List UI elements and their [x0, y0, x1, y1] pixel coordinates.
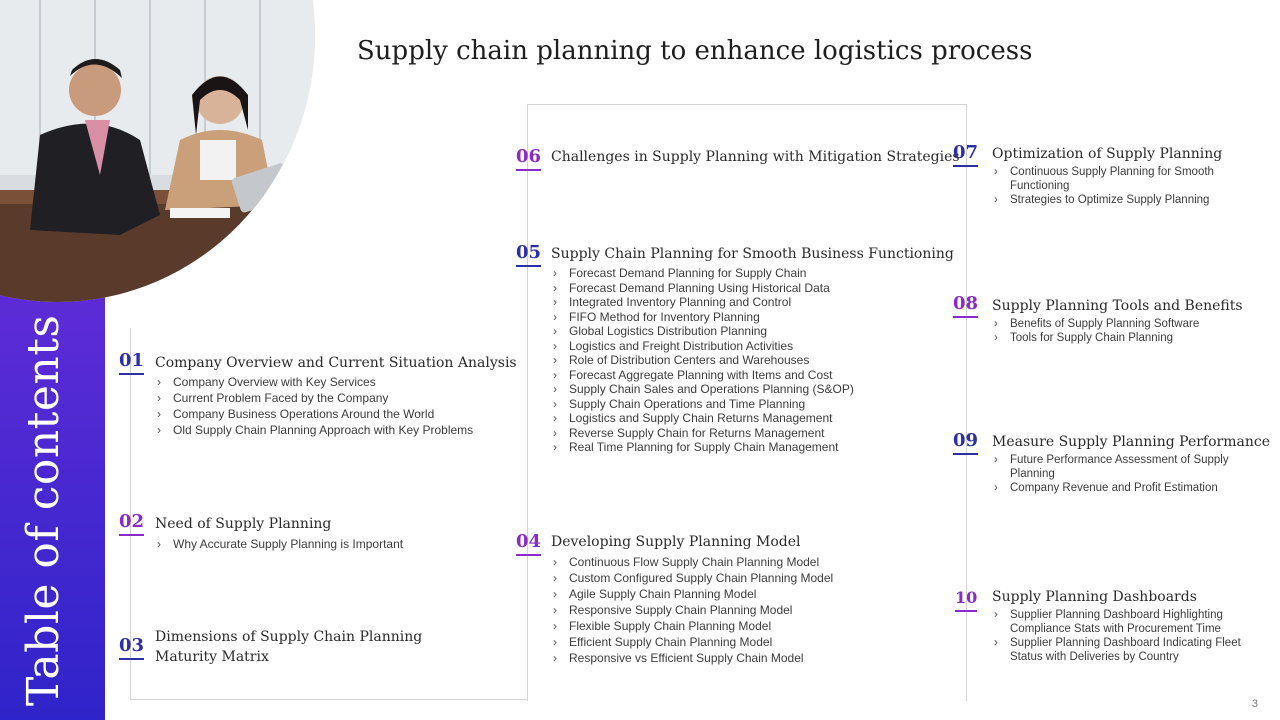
list-item[interactable]: Company Revenue and Profit Estimation: [992, 481, 1232, 495]
list-item[interactable]: Company Business Operations Around the W…: [155, 406, 473, 422]
list-item[interactable]: Continuous Flow Supply Chain Planning Mo…: [551, 554, 833, 570]
section-items-04: Continuous Flow Supply Chain Planning Mo…: [551, 554, 833, 666]
section-title-01[interactable]: Company Overview and Current Situation A…: [155, 355, 517, 371]
section-number-09: 09: [953, 431, 979, 455]
list-item[interactable]: Logistics and Freight Distribution Activ…: [551, 339, 854, 354]
list-item[interactable]: Current Problem Faced by the Company: [155, 390, 473, 406]
list-item[interactable]: Why Accurate Supply Planning is Importan…: [155, 536, 403, 552]
section-title-05[interactable]: Supply Chain Planning for Smooth Busines…: [551, 246, 954, 262]
meeting-photo: [0, 0, 315, 302]
section-items-08: Benefits of Supply Planning Software Too…: [992, 317, 1199, 345]
list-item[interactable]: Supply Chain Sales and Operations Planni…: [551, 382, 854, 397]
list-item[interactable]: Integrated Inventory Planning and Contro…: [551, 295, 854, 310]
list-item[interactable]: Supply Chain Operations and Time Plannin…: [551, 397, 854, 412]
list-item[interactable]: Company Overview with Key Services: [155, 374, 473, 390]
section-title-03-line2[interactable]: Maturity Matrix: [155, 649, 269, 665]
left-frame: [130, 328, 528, 700]
page-title: Supply chain planning to enhance logisti…: [357, 36, 1033, 66]
section-number-02: 02: [119, 512, 145, 536]
section-items-07: Continuous Supply Planning for Smooth Fu…: [992, 165, 1247, 207]
section-title-07[interactable]: Optimization of Supply Planning: [992, 146, 1223, 162]
section-items-05: Forecast Demand Planning for Supply Chai…: [551, 266, 854, 455]
list-item[interactable]: Logistics and Supply Chain Returns Manag…: [551, 411, 854, 426]
list-item[interactable]: Custom Configured Supply Chain Planning …: [551, 570, 833, 586]
center-frame: [527, 104, 967, 701]
section-items-10: Supplier Planning Dashboard Highlighting…: [992, 608, 1264, 664]
section-number-05: 05: [516, 243, 542, 267]
list-item[interactable]: Flexible Supply Chain Planning Model: [551, 618, 833, 634]
list-item[interactable]: Forecast Demand Planning for Supply Chai…: [551, 266, 854, 281]
list-item[interactable]: Efficient Supply Chain Planning Model: [551, 634, 833, 650]
list-item[interactable]: Tools for Supply Chain Planning: [992, 331, 1199, 345]
section-title-08[interactable]: Supply Planning Tools and Benefits: [992, 298, 1243, 314]
list-item[interactable]: Supplier Planning Dashboard Indicating F…: [992, 636, 1264, 664]
list-item[interactable]: Role of Distribution Centers and Warehou…: [551, 353, 854, 368]
section-title-06[interactable]: Challenges in Supply Planning with Mitig…: [551, 149, 960, 165]
list-item[interactable]: Benefits of Supply Planning Software: [992, 317, 1199, 331]
list-item[interactable]: Strategies to Optimize Supply Planning: [992, 193, 1247, 207]
section-title-04[interactable]: Developing Supply Planning Model: [551, 534, 801, 550]
page-number: 3: [1251, 698, 1258, 710]
section-title-10[interactable]: Supply Planning Dashboards: [992, 589, 1197, 605]
list-item[interactable]: Reverse Supply Chain for Returns Managem…: [551, 426, 854, 441]
list-item[interactable]: Real Time Planning for Supply Chain Mana…: [551, 440, 854, 455]
section-title-02[interactable]: Need of Supply Planning: [155, 516, 332, 532]
section-items-01: Company Overview with Key Services Curre…: [155, 374, 473, 438]
list-item[interactable]: Continuous Supply Planning for Smooth Fu…: [992, 165, 1247, 193]
meeting-photo-icon: [0, 0, 315, 302]
list-item[interactable]: Forecast Demand Planning Using Historica…: [551, 281, 854, 296]
section-title-03-line1[interactable]: Dimensions of Supply Chain Planning: [155, 629, 423, 645]
section-items-09: Future Performance Assessment of Supply …: [992, 453, 1232, 495]
list-item[interactable]: Responsive Supply Chain Planning Model: [551, 602, 833, 618]
section-number-08: 08: [953, 294, 979, 318]
list-item[interactable]: Future Performance Assessment of Supply …: [992, 453, 1232, 481]
section-number-07: 07: [953, 143, 979, 167]
list-item[interactable]: Old Supply Chain Planning Approach with …: [155, 422, 473, 438]
section-items-02: Why Accurate Supply Planning is Importan…: [155, 536, 403, 552]
section-number-06: 06: [516, 147, 542, 171]
list-item[interactable]: FIFO Method for Inventory Planning: [551, 310, 854, 325]
section-number-03: 03: [119, 636, 145, 660]
list-item[interactable]: Forecast Aggregate Planning with Items a…: [551, 368, 854, 383]
section-number-10: 10: [955, 588, 978, 612]
list-item[interactable]: Agile Supply Chain Planning Model: [551, 586, 833, 602]
list-item[interactable]: Supplier Planning Dashboard Highlighting…: [992, 608, 1264, 636]
section-title-09[interactable]: Measure Supply Planning Performance: [992, 434, 1270, 450]
section-number-04: 04: [516, 532, 542, 556]
list-item[interactable]: Global Logistics Distribution Planning: [551, 324, 854, 339]
vertical-title: Table of contents: [18, 314, 69, 706]
list-item[interactable]: Responsive vs Efficient Supply Chain Mod…: [551, 650, 833, 666]
section-number-01: 01: [119, 351, 145, 375]
